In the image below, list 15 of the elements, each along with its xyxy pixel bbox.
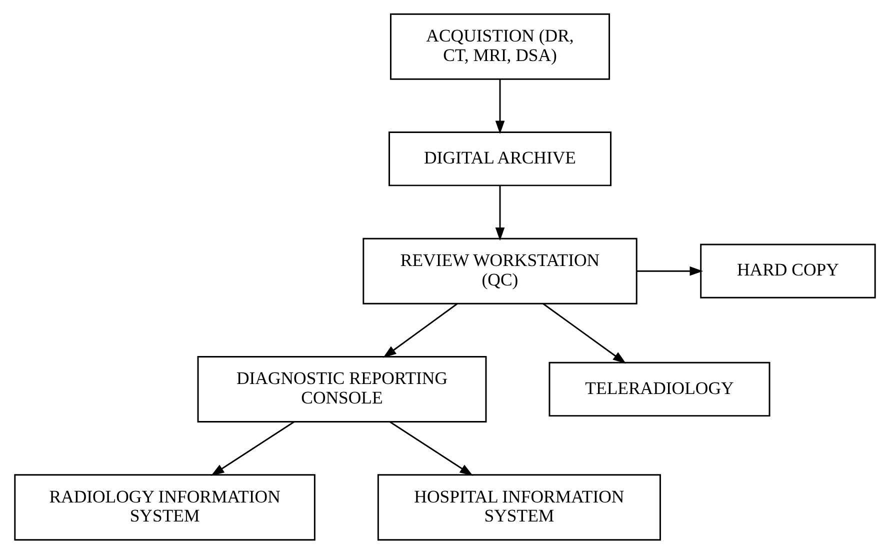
node-box: RADIOLOGY INFORMATION SYSTEM (14, 474, 315, 541)
arrow (636, 266, 703, 276)
node-box: HARD COPY (700, 244, 876, 298)
node-box: REVIEW WORKSTATION (QC) (362, 238, 637, 304)
node-box: TELERADIOLOGY (548, 362, 770, 417)
node-box: DIGITAL ARCHIVE (388, 132, 611, 186)
arrow (210, 421, 294, 476)
node-box: ACQUISTION (DR, CT, MRI, DSA) (390, 13, 610, 80)
arrow (389, 421, 473, 476)
arrow (542, 303, 626, 364)
node-box: DIAGNOSTIC REPORTING CONSOLE (196, 356, 486, 422)
arrow (494, 186, 504, 241)
arrow (494, 79, 504, 134)
node-box: HOSPITAL INFORMATION SYSTEM (376, 474, 660, 541)
arrow (382, 303, 458, 358)
